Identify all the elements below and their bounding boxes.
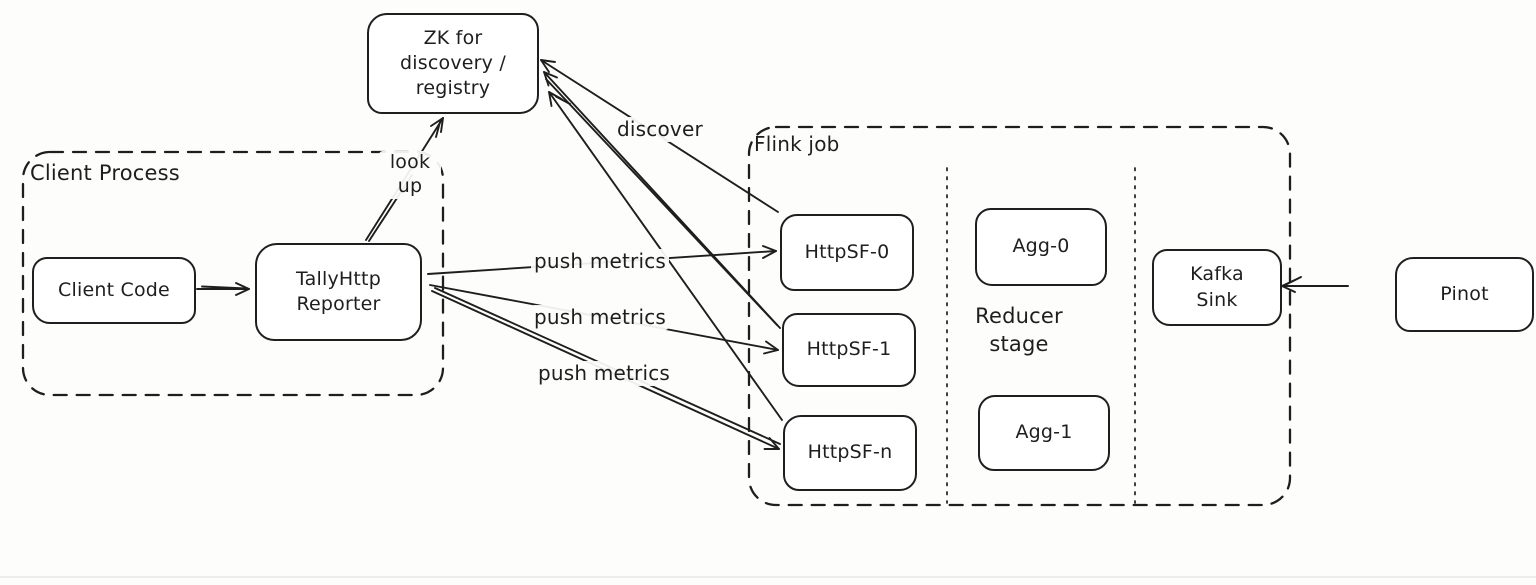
arrow-pinot-to-kafka bbox=[1281, 276, 1349, 293]
page-bottom-divider bbox=[0, 576, 1536, 578]
look-up-label: look up bbox=[379, 151, 441, 199]
client-process-container bbox=[21, 150, 445, 397]
agg-1-node: Agg-1 bbox=[978, 395, 1110, 471]
client-code-node-label: Client Code bbox=[58, 278, 170, 301]
kafka-sink-node-label: Kafka Sink bbox=[1190, 263, 1244, 311]
agg-1-node-label: Agg-1 bbox=[1015, 421, 1073, 444]
push-metrics-label-3: push metrics bbox=[535, 361, 674, 386]
push-metrics-label-2: push metrics bbox=[531, 305, 670, 330]
discover-label: discover bbox=[614, 117, 706, 142]
agg-0-node-label: Agg-0 bbox=[1012, 235, 1070, 258]
httpsf-0-node: HttpSF-0 bbox=[780, 214, 914, 291]
flink-job-container bbox=[747, 125, 1292, 507]
httpsf-n-node: HttpSF-n bbox=[783, 415, 917, 491]
flink-job-label: Flink job bbox=[754, 132, 840, 156]
httpsf-n-node-label: HttpSF-n bbox=[807, 441, 893, 464]
tally-reporter-node: TallyHttp Reporter bbox=[255, 243, 422, 341]
zk-node: ZK for discovery / registry bbox=[367, 13, 539, 114]
arrow-discover-2 bbox=[543, 71, 781, 329]
httpsf-1-node: HttpSF-1 bbox=[782, 313, 916, 387]
kafka-sink-node: Kafka Sink bbox=[1152, 249, 1282, 326]
agg-0-node: Agg-0 bbox=[975, 208, 1107, 286]
reducer-stage-label: Reducer stage bbox=[975, 304, 1063, 357]
arrow-client-code-to-reporter bbox=[196, 282, 250, 296]
tally-reporter-node-label: TallyHttp Reporter bbox=[296, 267, 381, 315]
pinot-node: Pinot bbox=[1395, 257, 1534, 332]
httpsf-1-node-label: HttpSF-1 bbox=[806, 338, 892, 361]
client-code-node: Client Code bbox=[32, 257, 196, 324]
push-metrics-label-1: push metrics bbox=[531, 249, 670, 274]
client-process-label: Client Process bbox=[30, 161, 180, 185]
pinot-node-label: Pinot bbox=[1440, 282, 1489, 305]
zk-node-label: ZK for discovery / registry bbox=[400, 26, 506, 100]
httpsf-0-node-label: HttpSF-0 bbox=[804, 240, 890, 263]
